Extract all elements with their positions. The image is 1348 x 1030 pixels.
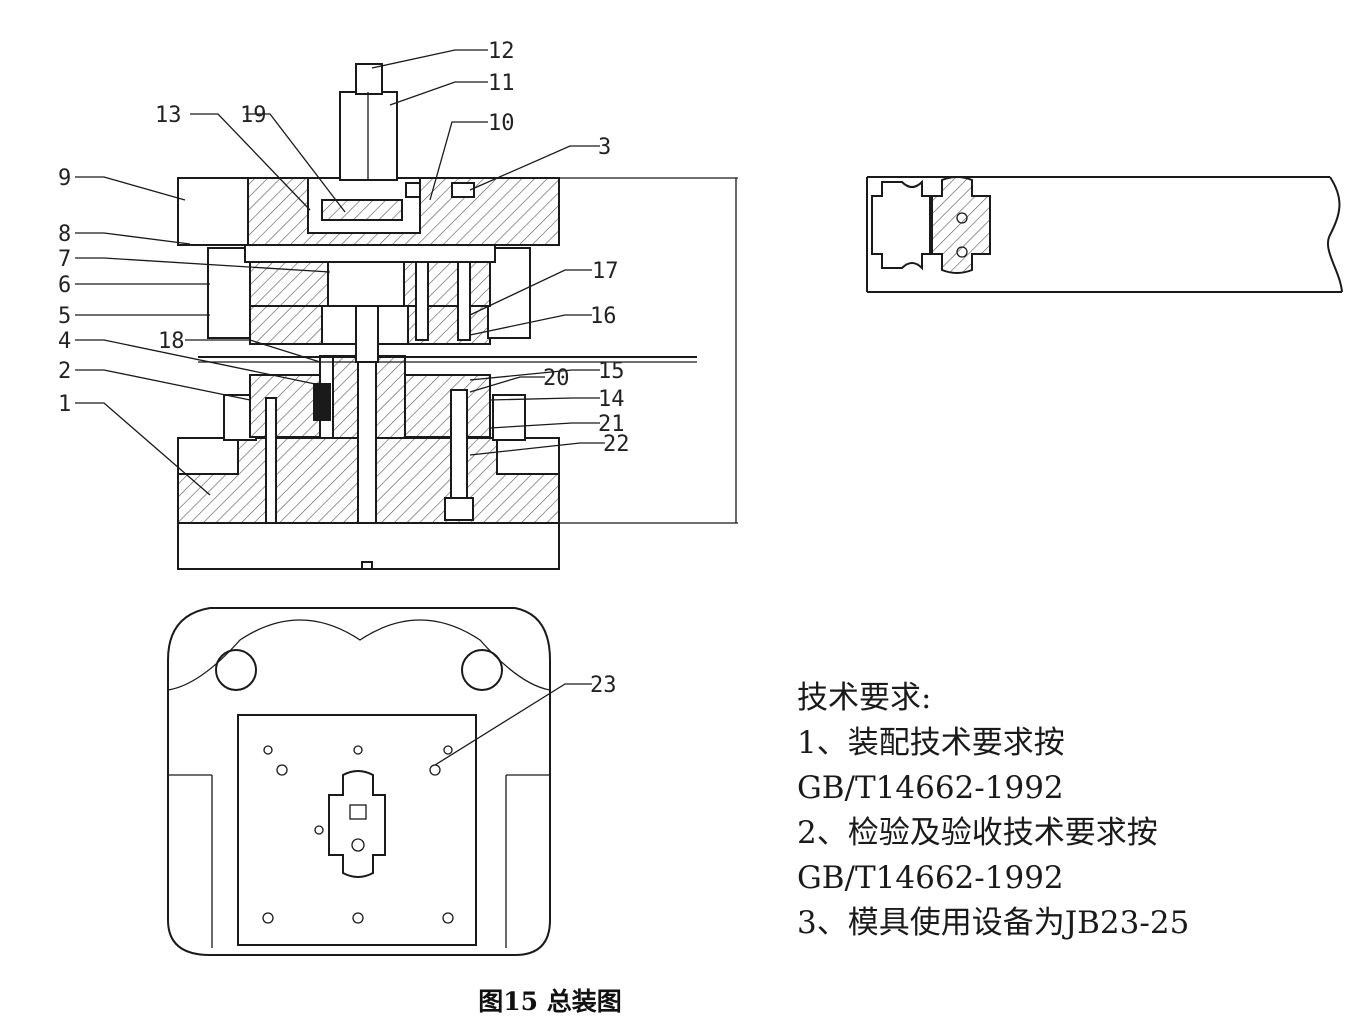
technical-requirements: 技术要求: 1、装配技术要求按 GB/T14662-1992 2、检验及验收技术… [797, 676, 1337, 946]
tech-note-2: 2、检验及验收技术要求按 [797, 815, 1158, 851]
part-label-3: 3 [598, 135, 611, 160]
part-label-10: 10 [488, 111, 515, 136]
tech-note-1: 1、装配技术要求按 [797, 725, 1065, 761]
part-label-18: 18 [158, 329, 185, 354]
strip-layout [866, 176, 1343, 293]
figure-caption: 图15 总装图 [478, 987, 622, 1016]
part-label-14: 14 [598, 387, 625, 412]
part-label-13: 13 [155, 103, 182, 128]
part-label-19: 19 [240, 103, 267, 128]
tech-notes-title: 技术要求: [797, 680, 932, 716]
part-label-8: 8 [58, 222, 71, 247]
part-label-4: 4 [58, 329, 71, 354]
tech-note-3: 3、模具使用设备为JB23-25 [797, 905, 1190, 941]
part-label-5: 5 [58, 304, 71, 329]
part-label-21: 21 [598, 412, 625, 437]
part-label-9: 9 [58, 166, 71, 191]
part-label-20: 20 [543, 366, 570, 391]
part-label-11: 11 [488, 71, 515, 96]
tech-note-2-standard: GB/T14662-1992 [797, 860, 1064, 896]
part-label-12: 12 [488, 39, 515, 64]
part-label-2: 2 [58, 359, 71, 384]
part-number-labels: 1 2 3 4 5 6 7 8 9 10 11 12 13 14 15 16 1… [58, 39, 630, 698]
part-label-23: 23 [590, 673, 617, 698]
section-view [177, 63, 738, 570]
part-label-1: 1 [58, 392, 71, 417]
part-label-16: 16 [590, 304, 617, 329]
part-label-17: 17 [592, 259, 619, 284]
part-label-7: 7 [58, 247, 71, 272]
part-label-6: 6 [58, 273, 71, 298]
tech-note-1-standard: GB/T14662-1992 [797, 770, 1064, 806]
part-label-22: 22 [603, 432, 630, 457]
leader-lines [75, 49, 605, 766]
part-label-15: 15 [598, 359, 625, 384]
plan-view [167, 607, 551, 956]
